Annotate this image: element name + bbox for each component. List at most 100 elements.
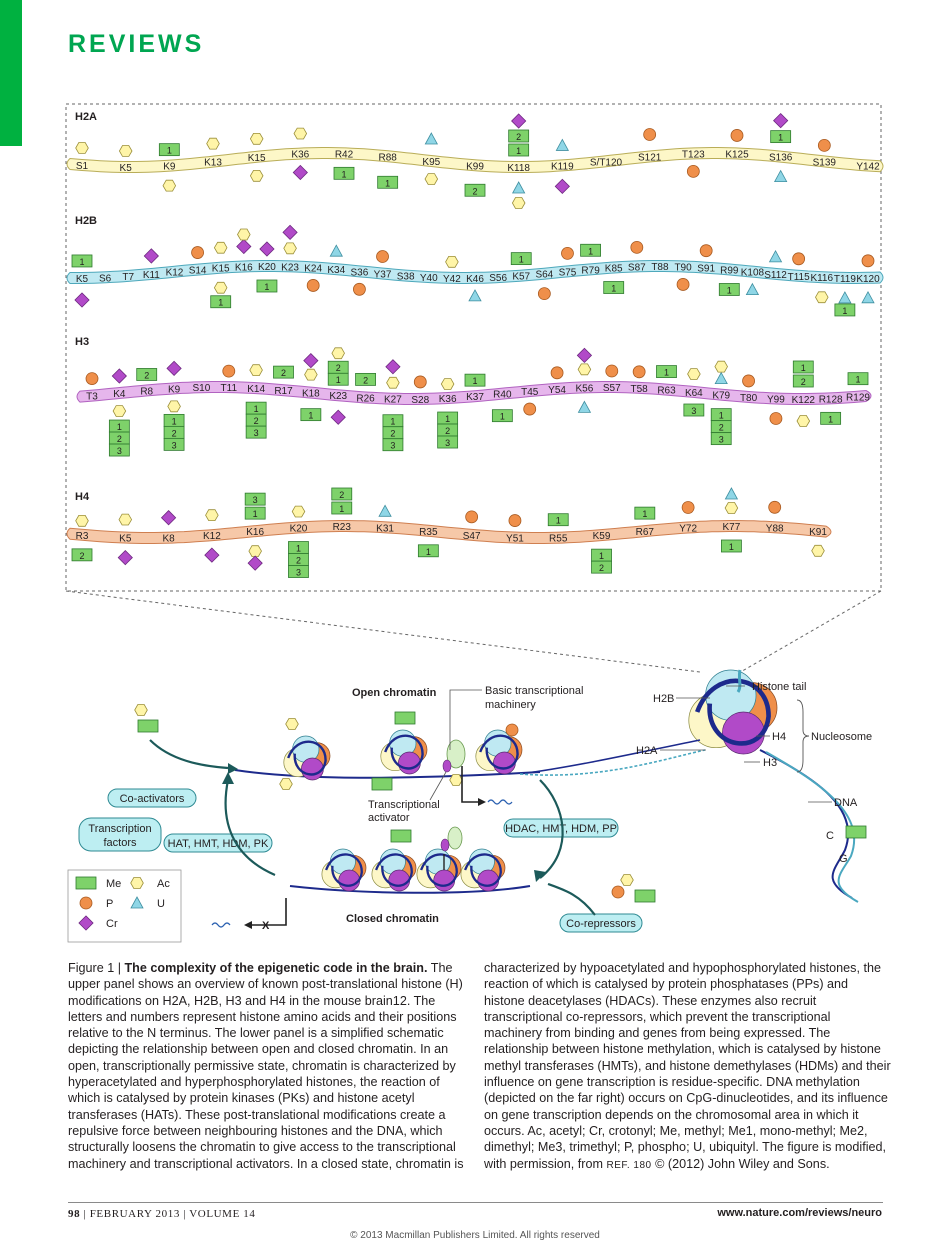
methyl-mark <box>331 501 353 515</box>
ubiquityl-mark <box>468 289 482 302</box>
methyl-mark <box>75 876 97 890</box>
activator-label-2: activator <box>368 812 410 824</box>
methyl-mark <box>417 544 439 558</box>
methyl-state-label: 3 <box>254 428 259 438</box>
residue-label: K57 <box>512 272 530 283</box>
exit-dna-strand <box>765 751 859 903</box>
methyl-state-label: 1 <box>426 547 431 557</box>
residue-label: K12 <box>166 268 184 279</box>
acetyl-mark <box>134 704 148 716</box>
transcription-factors-pill <box>78 817 162 852</box>
methyl-mark <box>390 829 412 843</box>
acetyl-mark <box>577 363 592 376</box>
acetyl-mark <box>293 127 308 140</box>
ubiquityl-mark <box>724 487 739 500</box>
legend-label: U <box>157 898 165 910</box>
residue-label: K13 <box>204 158 222 169</box>
ubiquityl-mark <box>577 400 592 413</box>
methyl-mark <box>244 506 266 520</box>
nucleosome-label: Nucleosome <box>811 731 872 743</box>
zoom-line-right <box>717 590 882 686</box>
phospho-mark <box>611 885 625 899</box>
histone-tail-label: Histone tail <box>752 681 806 693</box>
reference-link[interactable]: REF. 180 <box>606 1159 652 1171</box>
acetyl-mark <box>714 360 728 373</box>
acetyl-mark <box>285 718 299 730</box>
histone-track-label: H4 <box>75 491 90 503</box>
residue-label: T123 <box>682 149 705 160</box>
blocked-transcription-arrow <box>252 898 287 926</box>
methyl-state-label: 2 <box>719 423 724 433</box>
methyl-mark <box>656 365 677 378</box>
methyl-mark <box>464 373 486 387</box>
copyright-notice: © 2013 Macmillan Publishers Limited. All… <box>350 1230 600 1241</box>
phospho-mark <box>686 165 700 178</box>
residue-label: K119 <box>551 161 574 172</box>
residue-label: K18 <box>302 389 320 400</box>
open-nucleosome-1 <box>283 735 331 781</box>
h2b-label: H2B <box>653 693 674 705</box>
residue-label: R129 <box>846 393 870 404</box>
arrow-head <box>222 772 234 784</box>
cytosine-label: C <box>826 830 834 842</box>
histone-tail-band <box>66 147 884 173</box>
methyl-state-label: 2 <box>445 426 450 436</box>
methyl-state-label: 1 <box>341 169 346 179</box>
crotonyl-mark <box>282 224 298 240</box>
acetyl-mark <box>75 514 89 527</box>
phospho-mark <box>79 896 93 910</box>
figure-title: The complexity of the epigenetic code in… <box>124 961 428 975</box>
phospho-mark <box>85 372 99 385</box>
crotonyl-mark <box>259 241 275 257</box>
acetyl-mark <box>249 364 263 377</box>
phospho-mark <box>605 364 619 378</box>
exit-dna <box>759 749 853 899</box>
residue-label: R8 <box>140 386 153 397</box>
residue-label: Y42 <box>443 274 461 285</box>
residue-label: T58 <box>631 384 649 395</box>
methyl-mark <box>377 175 399 189</box>
methyl-state-label: 2 <box>801 377 806 387</box>
phospho-mark <box>769 412 783 425</box>
crotonyl-mark <box>117 549 133 566</box>
acetyl-mark <box>130 877 144 889</box>
residue-label: Y37 <box>374 270 392 281</box>
methyl-mark <box>108 443 130 457</box>
crotonyl-mark <box>166 360 182 377</box>
methyl-mark <box>210 295 232 309</box>
journal-url[interactable]: www.nature.com/reviews/neuro <box>717 1207 882 1219</box>
ubiquityl-mark <box>329 244 343 257</box>
methyl-state-label: 1 <box>727 285 732 295</box>
acetyl-mark <box>248 545 262 558</box>
co-repressors-label: Co-repressors <box>566 918 636 930</box>
residue-label: K108 <box>741 268 765 279</box>
ubiquityl-mark <box>714 371 728 385</box>
ubiquityl-mark <box>838 291 852 304</box>
residue-label: K85 <box>605 264 623 275</box>
residue-label: R42 <box>335 149 354 160</box>
residue-label: T119 <box>834 274 856 285</box>
methyl-state-label: 1 <box>556 516 561 526</box>
acetyl-mark <box>796 415 811 427</box>
residue-label: K122 <box>792 395 816 406</box>
methyl-mark <box>834 303 856 317</box>
methyl-mark <box>371 777 393 791</box>
dna-wrap <box>695 678 771 746</box>
methyl-state-label: 3 <box>691 406 696 416</box>
acetyl-mark <box>283 242 297 255</box>
crotonyl-mark <box>385 359 401 375</box>
methyl-state-label: 2 <box>254 416 259 426</box>
arrow-head <box>478 798 486 806</box>
ubiquityl-mark <box>773 169 788 183</box>
methyl-state-label: 1 <box>519 255 524 265</box>
caption-left-text: The upper panel shows an overview of kno… <box>68 961 464 1171</box>
methyl-mark <box>394 711 416 725</box>
residue-label: K24 <box>304 263 322 274</box>
methyl-state-label: 1 <box>264 282 269 292</box>
ubiquityl-mark <box>424 132 439 145</box>
nucleosome-brace <box>796 699 810 773</box>
histone-h3 <box>477 869 500 892</box>
ubiquityl-mark <box>130 896 144 909</box>
residue-label: K37 <box>466 392 484 403</box>
